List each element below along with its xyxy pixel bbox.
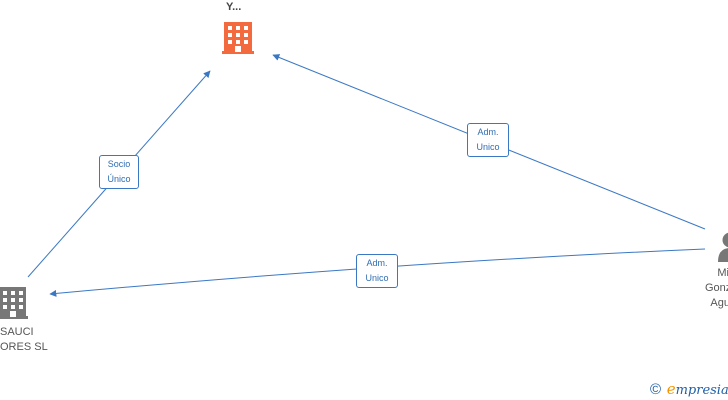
node-label-person-right: Mi Gonz Agu bbox=[705, 266, 728, 311]
company-building-icon[interactable] bbox=[222, 22, 254, 54]
node-label-line: Mi bbox=[717, 267, 728, 279]
edge-label-adm-unico-left: Adm. Unico bbox=[356, 254, 398, 288]
edge-label-line: Adm. bbox=[477, 127, 499, 137]
edge-label-line: Unico bbox=[476, 142, 500, 152]
node-label-line: SAUCI bbox=[0, 326, 34, 338]
empresia-watermark: © empresia bbox=[650, 380, 728, 398]
brand-initial: e bbox=[666, 380, 676, 398]
edge-label-socio-unico: Socio Único bbox=[99, 155, 139, 189]
brand-name: mpresia bbox=[675, 383, 728, 398]
node-label-line: Agu bbox=[710, 297, 728, 309]
edge-label-line: Socio bbox=[107, 159, 131, 169]
company-building-icon[interactable] bbox=[0, 287, 28, 319]
edge-label-adm-unico-top: Adm. Unico bbox=[467, 123, 509, 157]
person-icon[interactable] bbox=[718, 232, 728, 263]
edge-label-line: Unico bbox=[365, 273, 389, 283]
copyright-symbol: © bbox=[650, 381, 662, 398]
node-label-company-left: SAUCI ORES SL bbox=[0, 325, 48, 355]
node-label-line: ORES SL bbox=[0, 341, 48, 353]
edge-label-line: Único bbox=[107, 174, 131, 184]
node-label-company-top: Y... bbox=[226, 0, 241, 15]
edge-label-line: Adm. bbox=[366, 258, 388, 268]
node-label-line: Gonz bbox=[705, 282, 728, 294]
node-label-line: Y... bbox=[226, 1, 242, 13]
